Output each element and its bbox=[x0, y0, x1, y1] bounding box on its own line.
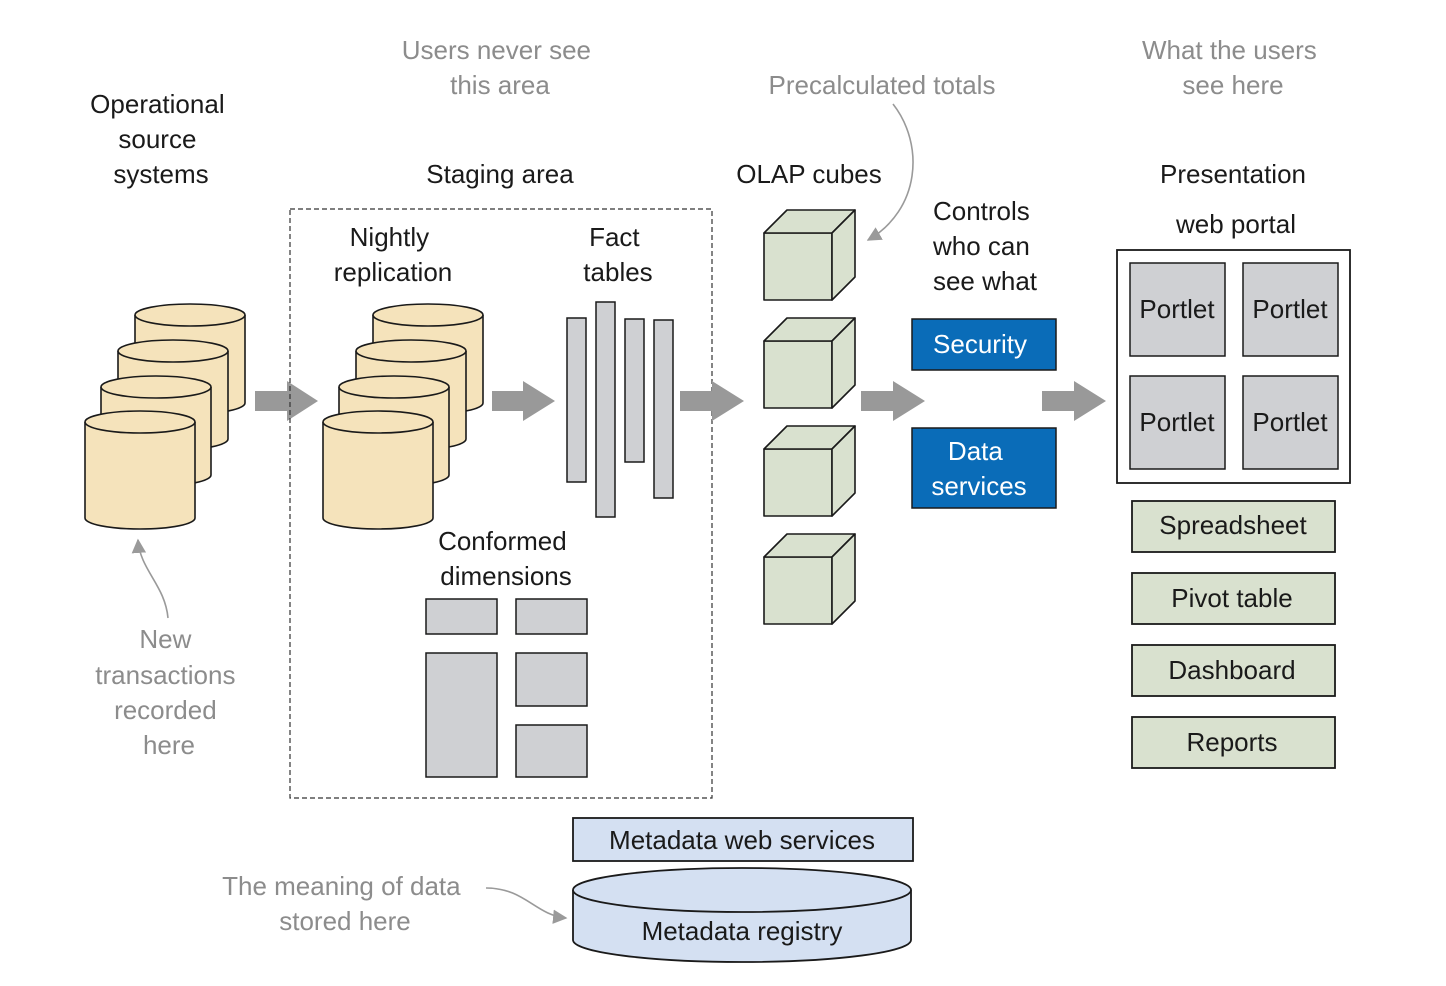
flow-arrow-icon bbox=[1042, 381, 1106, 421]
metadata-registry-cylinder bbox=[572, 867, 912, 963]
flow-arrow-icon bbox=[492, 381, 555, 421]
fact-tables-label: Fact tables bbox=[583, 222, 652, 287]
presentation-label: Presentation bbox=[1160, 159, 1306, 189]
flow-arrow-icon bbox=[255, 381, 318, 421]
flow-arrow-icon bbox=[861, 381, 925, 421]
fact-tables bbox=[566, 301, 674, 518]
dimension-table bbox=[515, 598, 588, 635]
dimension-table bbox=[515, 652, 588, 707]
users-never-see-label: Users never see this area bbox=[402, 35, 599, 100]
meaning-callout-arrow bbox=[485, 887, 568, 924]
controls-label: Controls who can see what bbox=[932, 196, 1038, 296]
fact-table bbox=[653, 319, 674, 499]
reports-box bbox=[1131, 716, 1336, 769]
fact-table bbox=[624, 318, 645, 463]
new-transactions-label: New transactions recorded here bbox=[95, 624, 242, 760]
fact-table bbox=[595, 301, 616, 518]
new-transactions-callout-arrow bbox=[131, 538, 169, 619]
pivot-table-label: Pivot table bbox=[1171, 583, 1292, 613]
metadata-web-services-box bbox=[572, 817, 914, 862]
dimension-table bbox=[515, 724, 588, 778]
olap-cube-icon bbox=[763, 533, 856, 625]
security-label: Security bbox=[933, 329, 1027, 359]
portlet bbox=[1129, 375, 1226, 470]
database-cylinder bbox=[322, 410, 434, 530]
staging-area-boundary bbox=[289, 208, 713, 799]
operational-database-stack bbox=[84, 303, 246, 530]
portlet bbox=[1242, 262, 1339, 357]
dimension-tables bbox=[425, 598, 588, 778]
fact-table bbox=[566, 317, 587, 483]
olap-cube-icon bbox=[763, 209, 856, 301]
precalculated-totals-label: Precalculated totals bbox=[769, 70, 996, 100]
meaning-of-data-label: The meaning of data stored here bbox=[222, 871, 468, 936]
spreadsheet-box bbox=[1131, 500, 1336, 553]
data-services-label: Data services bbox=[931, 436, 1026, 501]
dimension-table bbox=[425, 598, 498, 635]
portlet-label: Portlet bbox=[1139, 407, 1215, 437]
database-cylinder bbox=[84, 410, 196, 530]
portlet-label: Portlet bbox=[1139, 294, 1215, 324]
olap-cube-icon bbox=[763, 425, 856, 517]
metadata-web-services-label: Metadata web services bbox=[609, 825, 875, 855]
dashboard-box bbox=[1131, 644, 1336, 697]
nightly-replication-label: Nightly replication bbox=[334, 222, 453, 287]
conformed-dimensions-label: Conformed dimensions bbox=[438, 526, 574, 591]
portlet bbox=[1242, 375, 1339, 470]
operational-systems-label: Operational source systems bbox=[90, 89, 232, 189]
replicated-database-stack bbox=[322, 303, 484, 530]
olap-cube-icon bbox=[763, 317, 856, 409]
portlet bbox=[1129, 262, 1226, 357]
security-box bbox=[911, 318, 1057, 371]
spreadsheet-label: Spreadsheet bbox=[1159, 510, 1307, 540]
pivot-table-box bbox=[1131, 572, 1336, 625]
olap-cubes-label: OLAP cubes bbox=[736, 159, 882, 189]
dashboard-label: Dashboard bbox=[1168, 655, 1295, 685]
staging-area-label: Staging area bbox=[426, 159, 574, 189]
precalculated-callout-arrow bbox=[866, 103, 914, 241]
portlet-label: Portlet bbox=[1252, 294, 1328, 324]
data-services-box bbox=[911, 427, 1057, 509]
metadata-registry-label: Metadata registry bbox=[642, 916, 843, 946]
reports-label: Reports bbox=[1186, 727, 1277, 757]
web-portal-label: web portal bbox=[1175, 209, 1296, 239]
flow-arrow-icon bbox=[680, 381, 744, 421]
what-users-see-label: What the users see here bbox=[1142, 35, 1324, 100]
portlet-label: Portlet bbox=[1252, 407, 1328, 437]
dimension-table bbox=[425, 652, 498, 778]
